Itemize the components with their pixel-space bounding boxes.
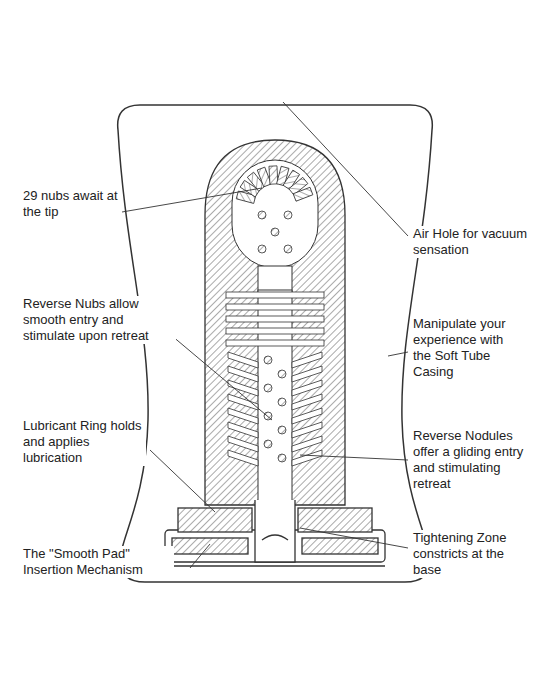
nodule [278,370,286,378]
callout-label: The "Smooth Pad" Insertion Mechanism [22,546,174,578]
callout-label: Lubricant Ring holds and applies lubrica… [22,418,146,466]
tip-nub [293,187,313,201]
reverse-nub [228,380,258,396]
reverse-nub [228,408,258,424]
reverse-nub [228,394,258,410]
reverse-nub [228,366,258,382]
sleeve-cavity [226,160,324,505]
tip-nub [284,211,292,219]
tip-nub [269,166,278,184]
ring-ridge [226,328,324,334]
callout-label: Air Hole for vacuum sensation [412,226,532,258]
ring-ridge [226,316,324,322]
callout-label: Manipulate your experience with the Soft… [412,316,522,380]
tip-nub [258,211,266,219]
reverse-nub [228,422,258,438]
tip-chamber [232,160,318,268]
nodule [264,440,272,448]
reverse-nub [292,366,322,382]
ring-ridge [226,292,324,298]
tip-nub [258,245,266,253]
callout-label: 29 nubs await at the tip [22,188,120,220]
inner-sleeve [205,140,345,505]
ring-ridge [226,304,324,310]
reverse-nub [228,450,258,466]
callout-label: Reverse Nodules offer a gliding entry an… [412,428,538,492]
tip-nub [271,228,279,236]
reverse-nub [292,408,322,424]
reverse-nub [292,352,322,368]
nodule [278,398,286,406]
callout-label: Tightening Zone constricts at the base [412,530,524,578]
neck [258,266,292,292]
reverse-nub [292,436,322,452]
reverse-nub [292,450,322,466]
insertion-base [165,500,385,566]
nodule [278,454,286,462]
nodule [264,356,272,364]
reverse-nub [292,422,322,438]
reverse-nub [228,436,258,452]
tip-nub [284,245,292,253]
callout-label: Reverse Nubs allow smooth entry and stim… [22,296,176,344]
reverse-nub [292,394,322,410]
nodule [264,384,272,392]
nodule [278,426,286,434]
ring-ridge [226,340,324,346]
reverse-nub [292,380,322,396]
reverse-nub [228,352,258,368]
